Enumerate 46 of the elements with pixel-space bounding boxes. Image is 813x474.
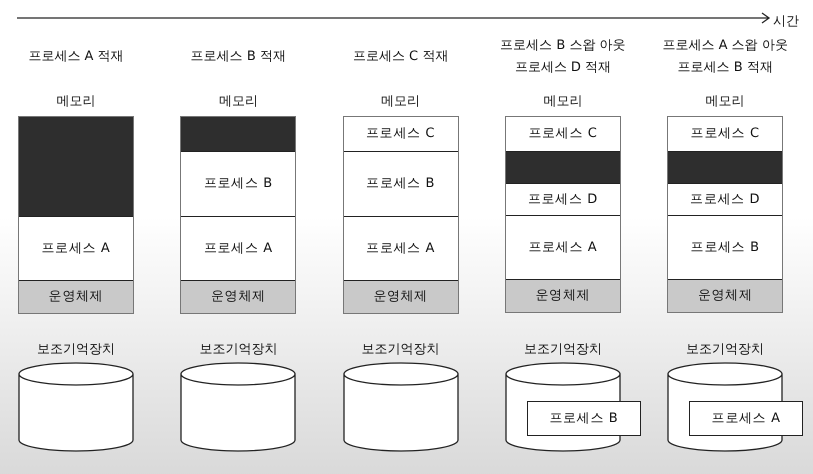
segment-label: 프로세스 C [690,125,760,144]
step-title: 프로세스 A 스왑 아웃 프로세스 B 적재 [662,37,789,77]
storage-heading: 보조기억장치 [524,341,602,359]
segment-label: 프로세스 C [366,125,436,144]
segment-label: 프로세스 A [204,240,273,258]
segment-label: 프로세스 B [690,238,760,257]
segment-label: 프로세스 C [528,125,598,144]
storage-heading: 보조기억장치 [686,341,764,359]
occupied-block [506,151,620,183]
segment-label: 프로세스 B [366,175,436,194]
process-label: 프로세스 A [712,410,781,428]
os-segment [506,279,620,312]
segment-label: 운영체제 [210,288,266,306]
segment-label: 운영체제 [373,288,428,306]
segment-label: 프로세스 A [366,240,436,258]
memory-heading: 메모리 [381,93,420,111]
segment-label: 운영체제 [698,287,752,306]
occupied-block [181,117,296,151]
storage-heading: 보조기억장치 [37,341,115,359]
segment-label: 프로세스 B [204,175,273,194]
step-title: 프로세스 B 스왑 아웃 프로세스 D 적재 [499,37,627,77]
occupied-block [19,117,133,216]
memory-heading: 메모리 [706,93,745,111]
memory-heading: 메모리 [218,93,258,111]
memory-heading: 메모리 [543,93,582,111]
segment-label: 프로세스 D [528,190,598,209]
segment-label: 프로세스 A [42,240,110,258]
storage-heading: 보조기억장치 [199,341,278,359]
os-segment [344,280,458,313]
memory-heading: 메모리 [56,93,96,111]
os-segment [181,280,296,313]
segment-label: 프로세스 D [690,190,760,209]
occupied-block [668,151,782,183]
swapped-process-box [689,401,804,436]
storage-heading: 보조기억장치 [362,341,440,359]
process-label: 프로세스 B [549,410,618,428]
step-title: 프로세스 C 적재 [352,48,448,66]
time-label: 시간 [773,14,799,29]
segment-label: 운영체제 [48,288,104,306]
step-title: 프로세스 B 적재 [190,48,286,66]
step-title: 프로세스 A 적재 [28,48,124,66]
segment-label: 운영체제 [536,287,590,306]
os-segment [19,280,133,313]
segment-label: 프로세스 A [528,238,598,257]
swapped-process-box [526,401,641,436]
os-segment [668,279,782,312]
